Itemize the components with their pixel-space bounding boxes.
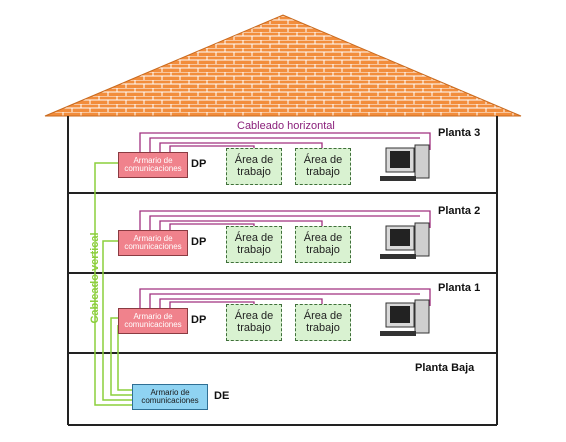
computer-icon	[380, 144, 430, 181]
horizontal-cabling-label: Cableado horizontal	[237, 120, 335, 132]
de-label: DE	[214, 390, 230, 402]
main-wiring-closet: Armario de comunicaciones	[132, 384, 208, 410]
work-area-box: Área de trabajo	[226, 148, 282, 185]
floor-label: Planta 3	[438, 127, 481, 139]
vertical-cabling	[94, 162, 132, 406]
floor-label: Planta 1	[438, 282, 481, 294]
work-area-box: Área de trabajo	[226, 226, 282, 263]
floor-label: Planta 2	[438, 205, 481, 217]
vertical-cabling-label: Cableado vertical	[89, 232, 101, 324]
dp-label: DP	[191, 236, 207, 248]
wiring-closet-floor-1: Armario de comunicaciones	[118, 308, 188, 334]
computer-icon	[380, 299, 430, 336]
computer-icon	[380, 222, 430, 259]
dp-label: DP	[191, 158, 207, 170]
dp-label: DP	[191, 314, 207, 326]
work-area-box: Área de trabajo	[295, 148, 351, 185]
work-area-box: Área de trabajo	[295, 226, 351, 263]
horizontal-cabling-floor-1	[139, 288, 431, 308]
work-area-box: Área de trabajo	[295, 304, 351, 341]
work-area-box: Área de trabajo	[226, 304, 282, 341]
wiring-closet-floor-2: Armario de comunicaciones	[118, 230, 188, 256]
roof	[44, 14, 522, 117]
horizontal-cabling-floor-3	[139, 132, 431, 152]
wiring-closet-floor-3: Armario de comunicaciones	[118, 152, 188, 178]
horizontal-cabling-floor-2	[139, 210, 431, 230]
floor-label: Planta Baja	[415, 362, 475, 374]
